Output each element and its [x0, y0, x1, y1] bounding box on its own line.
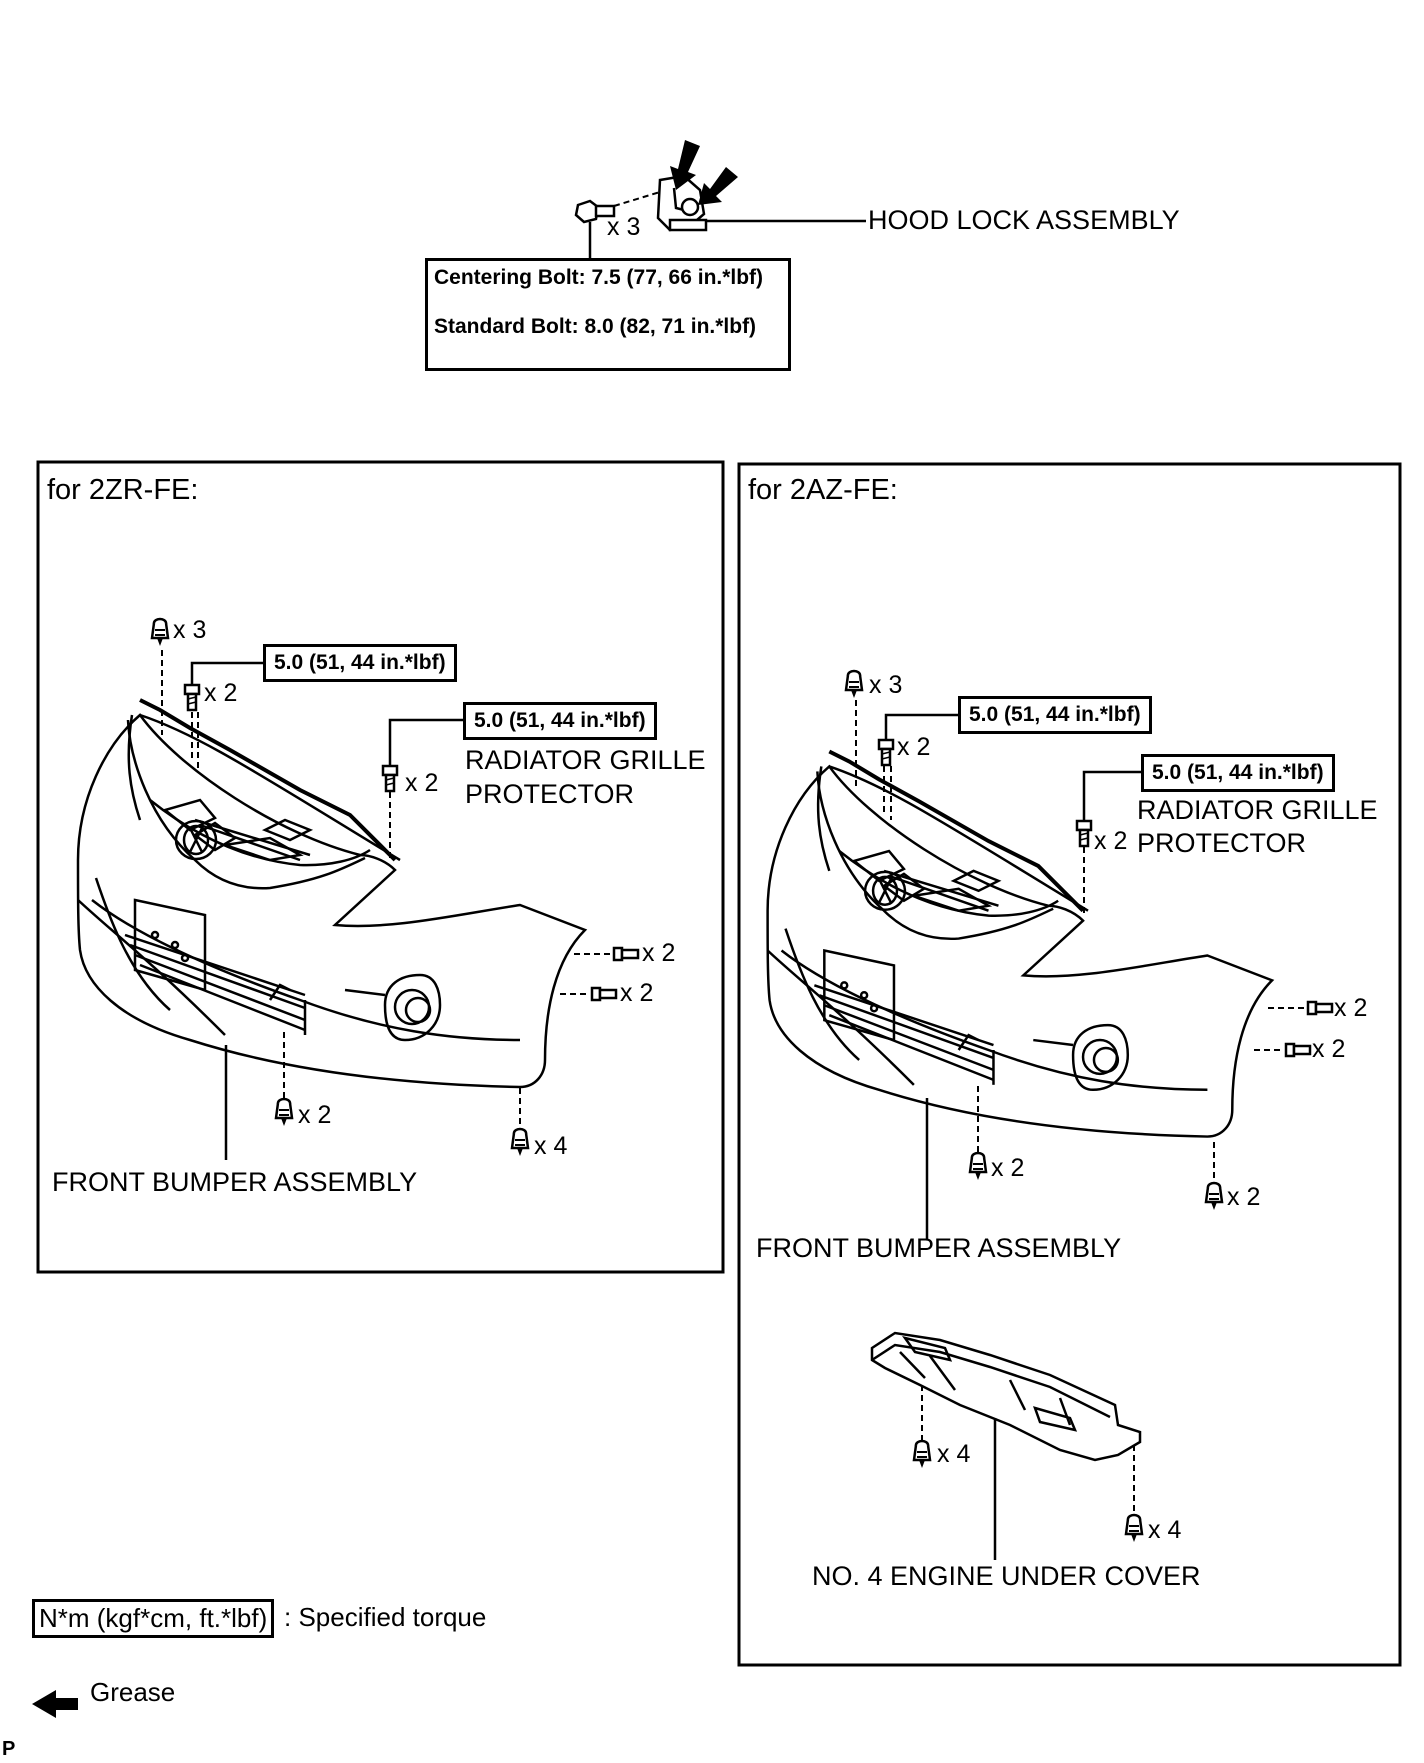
right-torque-1: 5.0 (51, 44 in.*lbf) [958, 696, 1152, 735]
left-qty-bottom-1: x 2 [298, 1101, 332, 1129]
right-bumper-drawing [766, 749, 1275, 1138]
left-qty-clip-top: x 3 [173, 616, 207, 644]
left-fasteners [150, 617, 640, 1158]
right-torque-2: 5.0 (51, 44 in.*lbf) [1141, 754, 1335, 793]
cover-qty-1: x 4 [937, 1440, 971, 1468]
under-cover-fasteners [912, 1385, 1144, 1560]
cover-qty-2: x 4 [1148, 1516, 1182, 1544]
legend-torque-text: : Specified torque [284, 1602, 487, 1632]
right-leader-lines [884, 713, 1141, 1240]
left-bumper-label: FRONT BUMPER ASSEMBLY [52, 1167, 418, 1197]
right-qty-bolt-top: x 2 [897, 733, 931, 761]
corner-mark: P [2, 1738, 16, 1760]
left-qty-side-1: x 2 [642, 939, 676, 967]
right-qty-clip-top: x 3 [869, 671, 903, 699]
left-qty-protector: x 2 [405, 769, 439, 797]
right-qty-side-1: x 2 [1334, 994, 1368, 1022]
hood-lock-bolt-dash [613, 191, 661, 207]
right-qty-side-2: x 2 [1312, 1035, 1346, 1063]
legend-grease-text: Grease [90, 1677, 176, 1707]
hood-lock-bolt-qty: x 3 [607, 213, 641, 241]
left-bumper-drawing [76, 698, 588, 1089]
left-qty-bolt-top: x 2 [204, 679, 238, 707]
legend-torque-box: N*m (kgf*cm, ft.*lbf) [32, 1599, 275, 1638]
left-torque-2: 5.0 (51, 44 in.*lbf) [463, 702, 657, 741]
panel-left-title: for 2ZR-FE: [47, 474, 199, 506]
panel-right-title: for 2AZ-FE: [748, 474, 898, 506]
left-protector-label-2: PROTECTOR [465, 779, 635, 809]
panel-2az-fe [737, 462, 1402, 1667]
left-qty-bottom-2: x 4 [534, 1132, 568, 1160]
left-torque-1: 5.0 (51, 44 in.*lbf) [263, 644, 457, 683]
hood-lock-label: HOOD LOCK ASSEMBLY [868, 205, 1180, 235]
left-qty-side-2: x 2 [620, 979, 654, 1007]
engine-under-cover-drawing [870, 1331, 1142, 1462]
right-protector-label-2: PROTECTOR [1137, 828, 1307, 858]
right-qty-bottom-2: x 2 [1227, 1183, 1261, 1211]
hood-lock-drawing [574, 140, 738, 232]
right-bumper-label: FRONT BUMPER ASSEMBLY [756, 1233, 1122, 1263]
hood-lock-torque-spec: Centering Bolt: 7.5 (77, 66 in.*lbf) Sta… [425, 258, 791, 371]
centering-bolt-spec: Centering Bolt: 7.5 (77, 66 in.*lbf) [434, 266, 764, 289]
grease-arrow-icon [32, 1690, 78, 1718]
left-protector-label-1: RADIATOR GRILLE [465, 745, 706, 775]
under-cover-label: NO. 4 ENGINE UNDER COVER [812, 1561, 1201, 1591]
right-qty-protector: x 2 [1094, 827, 1128, 855]
standard-bolt-spec: Standard Bolt: 8.0 (82, 71 in.*lbf) [434, 315, 757, 338]
right-qty-bottom-1: x 2 [991, 1154, 1025, 1182]
right-fasteners [844, 669, 1334, 1212]
panel-2zr-fe [36, 460, 725, 1274]
left-leader-lines [190, 661, 463, 1160]
right-protector-label-1: RADIATOR GRILLE [1137, 795, 1378, 825]
